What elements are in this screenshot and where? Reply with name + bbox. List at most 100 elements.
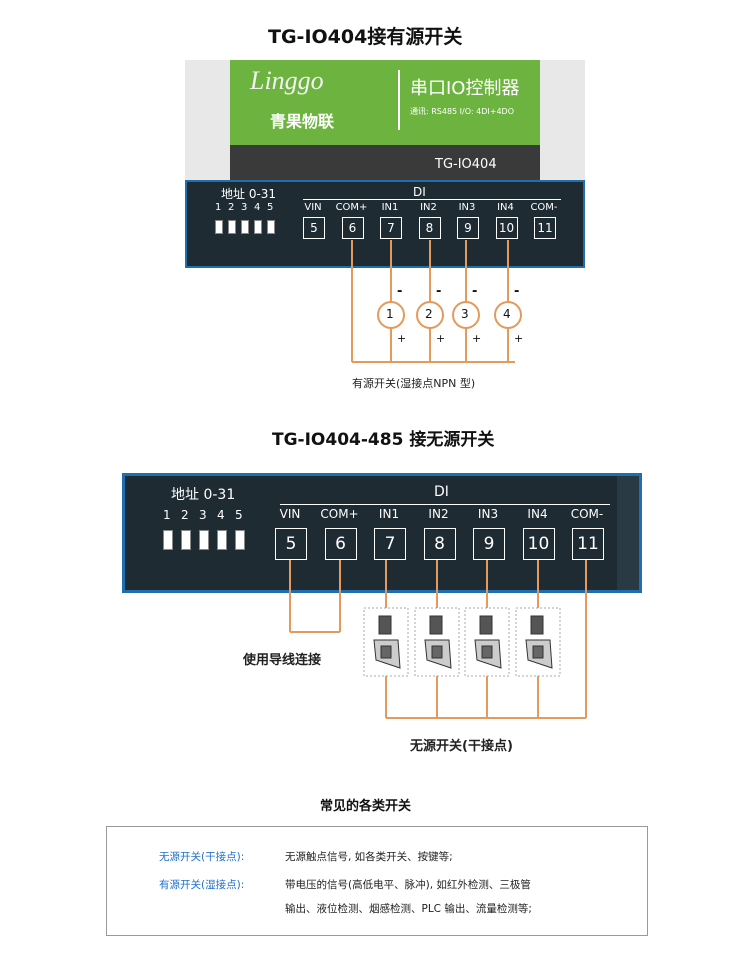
terminal-9[interactable]: 9 bbox=[457, 217, 479, 239]
sensor-number: 2 bbox=[425, 307, 433, 321]
terminal-label-com: COM- bbox=[570, 507, 604, 521]
dip-switch[interactable] bbox=[241, 220, 249, 234]
dip-number: 1 bbox=[163, 508, 171, 522]
dip-switch[interactable] bbox=[163, 530, 173, 550]
plus-sign: + bbox=[436, 332, 446, 345]
terminal-7[interactable]: 7 bbox=[380, 217, 402, 239]
terminal-label-vin: VIN bbox=[279, 507, 301, 521]
plus-sign: + bbox=[514, 332, 524, 345]
sensor-number: 1 bbox=[386, 307, 394, 321]
terminal-label-in4: IN4 bbox=[497, 202, 514, 213]
address-label: 地址 0-31 bbox=[221, 187, 277, 201]
sensor-4-circle bbox=[494, 301, 522, 329]
dip-number: 4 bbox=[217, 508, 225, 522]
section1-caption: 有源开关(湿接点NPN 型) bbox=[352, 377, 476, 390]
sensor-3-circle bbox=[452, 301, 480, 329]
wet-contact-desc: 带电压的信号(高低电平、脉冲), 如红外检测、三极管 bbox=[285, 879, 531, 891]
minus-sign: - bbox=[472, 284, 478, 299]
wet-contact-key: 有源开关(湿接点): bbox=[159, 879, 245, 891]
product-spec: 通讯: RS485 I/O: 4DI+4DO bbox=[410, 107, 514, 116]
di-label: DI bbox=[434, 484, 449, 500]
green-panel: Linggo 青果物联 串口IO控制器 通讯: RS485 I/O: 4DI+4… bbox=[230, 60, 540, 145]
dip-switch[interactable] bbox=[267, 220, 275, 234]
dip-switch[interactable] bbox=[181, 530, 191, 550]
terminal-6[interactable]: 6 bbox=[324, 528, 357, 560]
brand-logo: Linggo bbox=[250, 66, 324, 95]
device-right-edge bbox=[617, 476, 639, 590]
terminal-11[interactable]: 11 bbox=[572, 528, 604, 560]
section2-title: TG-IO404-485 接无源开关 bbox=[272, 430, 495, 450]
plus-sign: + bbox=[472, 332, 482, 345]
terminal-label-in2: IN2 bbox=[428, 507, 449, 521]
section2-caption: 无源开关(干接点) bbox=[410, 739, 513, 754]
wet-contact-desc-cont: 输出、液位检测、烟感检测、PLC 输出、流量检测等; bbox=[285, 903, 532, 915]
terminal-label-in3: IN3 bbox=[458, 202, 476, 213]
dip-switch-group: 1 2 3 4 5 bbox=[215, 202, 295, 242]
sensor-number: 3 bbox=[461, 307, 469, 321]
product-name: 串口IO控制器 bbox=[410, 78, 520, 99]
sensor-2-circle bbox=[416, 301, 444, 329]
terminal-10[interactable]: 10 bbox=[522, 528, 555, 560]
dip-switch[interactable] bbox=[217, 530, 227, 550]
terminal-label-in1: IN1 bbox=[381, 202, 399, 213]
terminal-10[interactable]: 10 bbox=[495, 217, 518, 239]
dip-switch[interactable] bbox=[235, 530, 245, 550]
section1-title: TG-IO404接有源开关 bbox=[268, 26, 463, 48]
minus-sign: - bbox=[397, 284, 403, 299]
dip-number: 5 bbox=[235, 508, 243, 522]
di-bracket bbox=[280, 504, 610, 505]
sensor-1-circle bbox=[377, 301, 405, 329]
section3-title: 常见的各类开关 bbox=[320, 799, 412, 814]
model-label: TG-IO404 bbox=[435, 157, 497, 172]
dip-switch[interactable] bbox=[199, 530, 209, 550]
dip-number: 3 bbox=[241, 202, 248, 213]
terminal-strip-1: 地址 0-31 DI 1 2 3 4 5 bbox=[185, 180, 585, 268]
brand-cn: 青果物联 bbox=[270, 112, 335, 131]
divider bbox=[398, 70, 400, 130]
minus-sign: - bbox=[436, 284, 442, 299]
device-top: Linggo 青果物联 串口IO控制器 通讯: RS485 I/O: 4DI+4… bbox=[185, 60, 585, 185]
switch-types-table: 无源开关(干接点): 无源触点信号, 如各类开关、按键等; 有源开关(湿接点):… bbox=[106, 826, 648, 936]
dip-switch[interactable] bbox=[215, 220, 223, 234]
terminal-7[interactable]: 7 bbox=[374, 528, 406, 560]
terminal-label-in4: IN4 bbox=[527, 507, 548, 521]
terminal-6[interactable]: 6 bbox=[341, 217, 364, 239]
dip-number: 2 bbox=[181, 508, 189, 522]
wire-caption: 使用导线连接 bbox=[243, 653, 322, 668]
wiring-diagram-2 bbox=[289, 560, 587, 719]
dip-switch[interactable] bbox=[228, 220, 236, 234]
dip-number: 2 bbox=[228, 202, 235, 213]
terminal-9[interactable]: 9 bbox=[473, 528, 505, 560]
terminal-8[interactable]: 8 bbox=[418, 217, 441, 239]
terminal-5[interactable]: 5 bbox=[303, 217, 325, 239]
dip-number: 5 bbox=[267, 202, 274, 213]
dip-number: 1 bbox=[215, 202, 222, 213]
terminal-label-com: COM- bbox=[530, 202, 558, 213]
terminal-label-in1: IN1 bbox=[378, 507, 400, 521]
dip-number: 4 bbox=[254, 202, 261, 213]
terminal-label-com: COM+ bbox=[320, 507, 359, 521]
wiring-diagram-1 bbox=[351, 240, 522, 363]
terminal-label-in2: IN2 bbox=[420, 202, 437, 213]
terminal-5[interactable]: 5 bbox=[275, 528, 307, 560]
plus-sign: + bbox=[397, 332, 407, 345]
terminal-label-in3: IN3 bbox=[477, 507, 499, 521]
switch-icon bbox=[424, 615, 452, 669]
terminal-label-com: COM+ bbox=[335, 202, 368, 213]
sensor-number: 4 bbox=[503, 307, 511, 321]
switch-icon bbox=[373, 615, 401, 669]
terminal-11[interactable]: 11 bbox=[534, 217, 556, 239]
di-label: DI bbox=[413, 185, 426, 199]
dip-switch[interactable] bbox=[254, 220, 262, 234]
address-label: 地址 0-31 bbox=[171, 487, 236, 503]
terminal-label-vin: VIN bbox=[304, 202, 322, 213]
dry-contact-desc: 无源触点信号, 如各类开关、按键等; bbox=[285, 851, 453, 863]
switch-icon bbox=[474, 615, 502, 669]
dry-contact-key: 无源开关(干接点): bbox=[159, 851, 245, 863]
dip-switch-group: 1 2 3 4 5 bbox=[163, 508, 273, 568]
di-bracket bbox=[303, 199, 561, 200]
terminal-8[interactable]: 8 bbox=[423, 528, 456, 560]
minus-sign: - bbox=[514, 284, 520, 299]
switch-icon bbox=[525, 615, 553, 669]
dip-number: 3 bbox=[199, 508, 207, 522]
